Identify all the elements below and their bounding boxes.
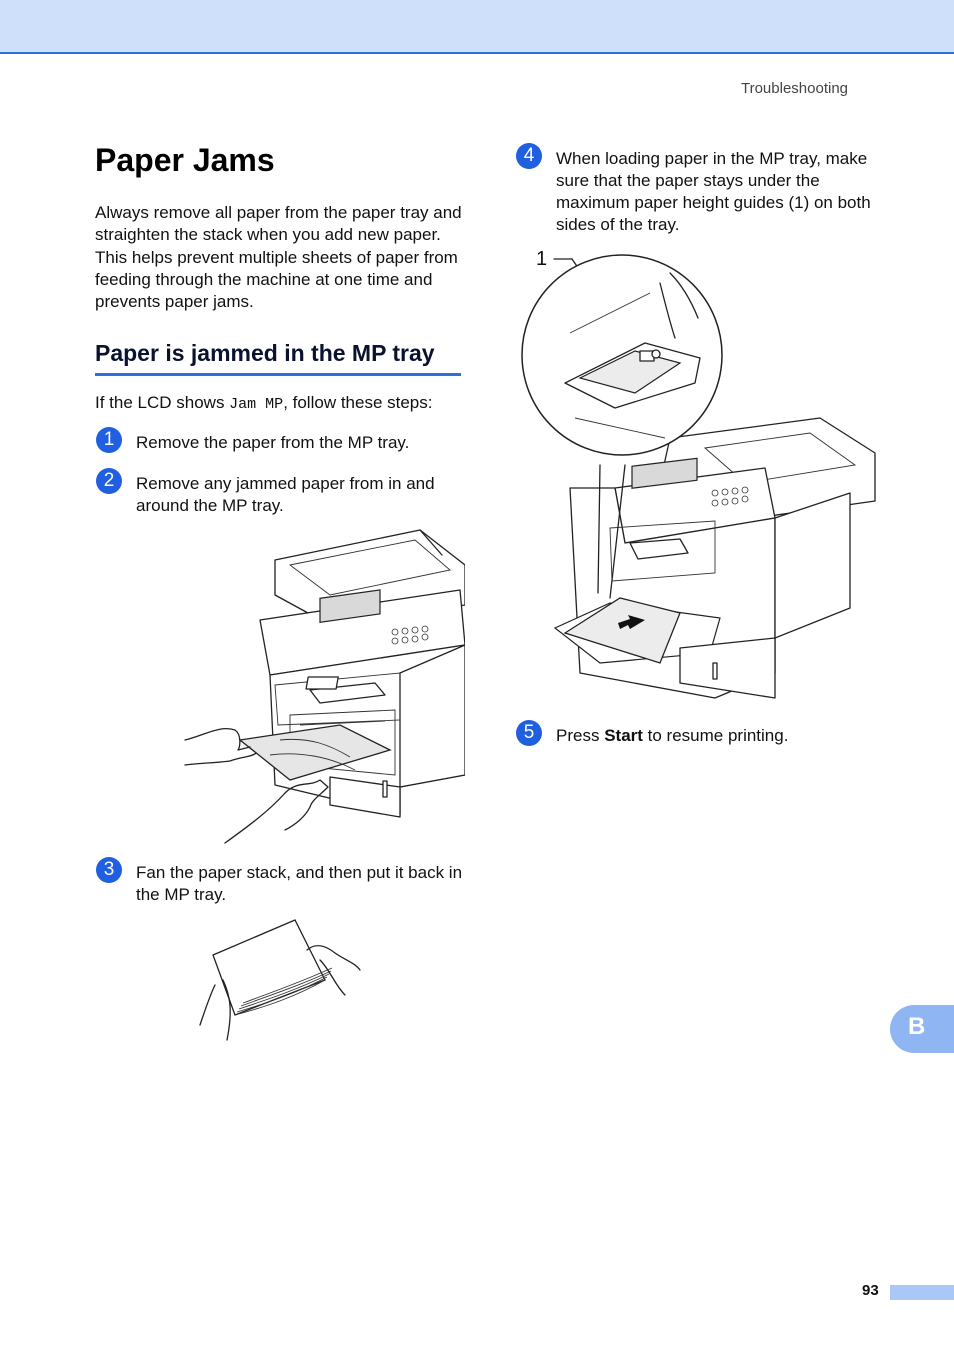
- appendix-tab-letter: B: [908, 1013, 926, 1040]
- intro-paragraph: Always remove all paper from the paper t…: [95, 203, 462, 312]
- step-1-badge: 1: [96, 427, 122, 453]
- lcd-suffix: , follow these steps:: [283, 393, 433, 412]
- step-3-text: Fan the paper stack, and then put it bac…: [136, 863, 463, 904]
- jam-removal-illustration: [184, 529, 465, 844]
- appendix-tab: B: [890, 1005, 954, 1053]
- fan-paper-illustration: [199, 919, 361, 1041]
- header-band: [0, 0, 954, 54]
- lcd-prefix: If the LCD shows: [95, 393, 230, 412]
- lcd-instruction: If the LCD shows Jam MP, follow these st…: [95, 392, 433, 416]
- page-number: 93: [862, 1282, 879, 1299]
- step-4-text: When loading paper in the MP tray, make …: [556, 149, 871, 234]
- mp-tray-loading-illustration: 1: [521, 248, 876, 699]
- step-2-text: Remove any jammed paper from in and arou…: [136, 474, 435, 515]
- step-5-text-before: Press: [556, 726, 605, 745]
- lcd-code: Jam MP: [229, 396, 284, 413]
- section-heading: Paper is jammed in the MP tray: [95, 340, 461, 376]
- step-3-badge: 3: [96, 857, 122, 883]
- footer-bar: [890, 1285, 954, 1300]
- step-2-badge: 2: [96, 468, 122, 494]
- start-key-label: Start: [604, 726, 643, 745]
- step-1-text: Remove the paper from the MP tray.: [136, 433, 410, 452]
- step-5-text-after: to resume printing.: [642, 726, 789, 745]
- page-title: Paper Jams: [95, 142, 275, 178]
- step-5-text: Press Start to resume printing.: [556, 725, 886, 747]
- running-head: Troubleshooting: [740, 80, 848, 97]
- step-4-badge: 4: [516, 143, 542, 169]
- step-5-badge: 5: [516, 720, 542, 746]
- callout-label: 1: [536, 248, 547, 270]
